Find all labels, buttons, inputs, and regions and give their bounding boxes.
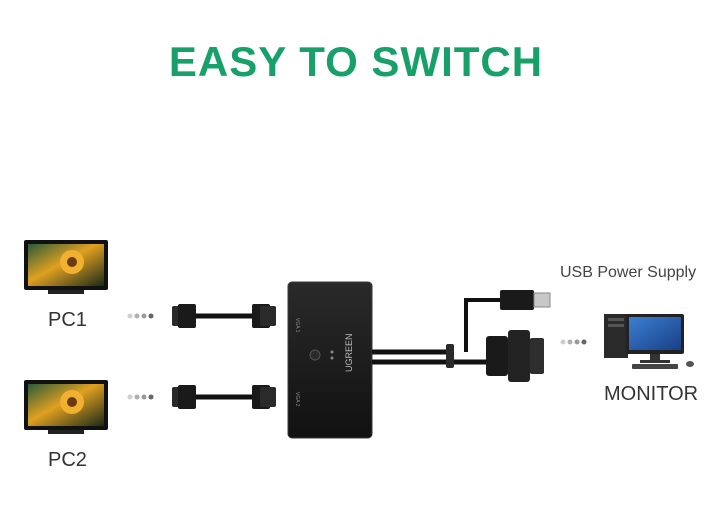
- vga-cable-1: [172, 304, 276, 328]
- vga-switch-device: UGREEN VGA 1 VGA 2: [287, 281, 373, 439]
- pc2-label: PC2: [48, 449, 87, 471]
- monitor-computer-icon: [604, 314, 694, 369]
- port-label-2: VGA 2: [294, 392, 300, 407]
- monitor-connection-dots: [560, 339, 587, 345]
- pc1-display-icon: [24, 240, 108, 294]
- pc1-connection-dots: [127, 313, 154, 319]
- monitor-label: MONITOR: [604, 383, 699, 405]
- vga-cable-2: [172, 385, 276, 409]
- usb-power-supply-label: USB Power Supply: [560, 264, 697, 281]
- switch-button[interactable]: [309, 349, 321, 361]
- pc2-display-icon: [24, 380, 108, 434]
- port-label-1: VGA 1: [294, 318, 300, 333]
- brand-logo: UGREEN: [344, 333, 354, 372]
- headline: EASY TO SWITCH: [168, 38, 544, 85]
- usb-plug: [500, 290, 551, 310]
- output-cable: [372, 298, 500, 368]
- pc1-label: PC1: [48, 309, 87, 331]
- vga-output-plug: [486, 330, 544, 382]
- pc2-connection-dots: [127, 394, 154, 400]
